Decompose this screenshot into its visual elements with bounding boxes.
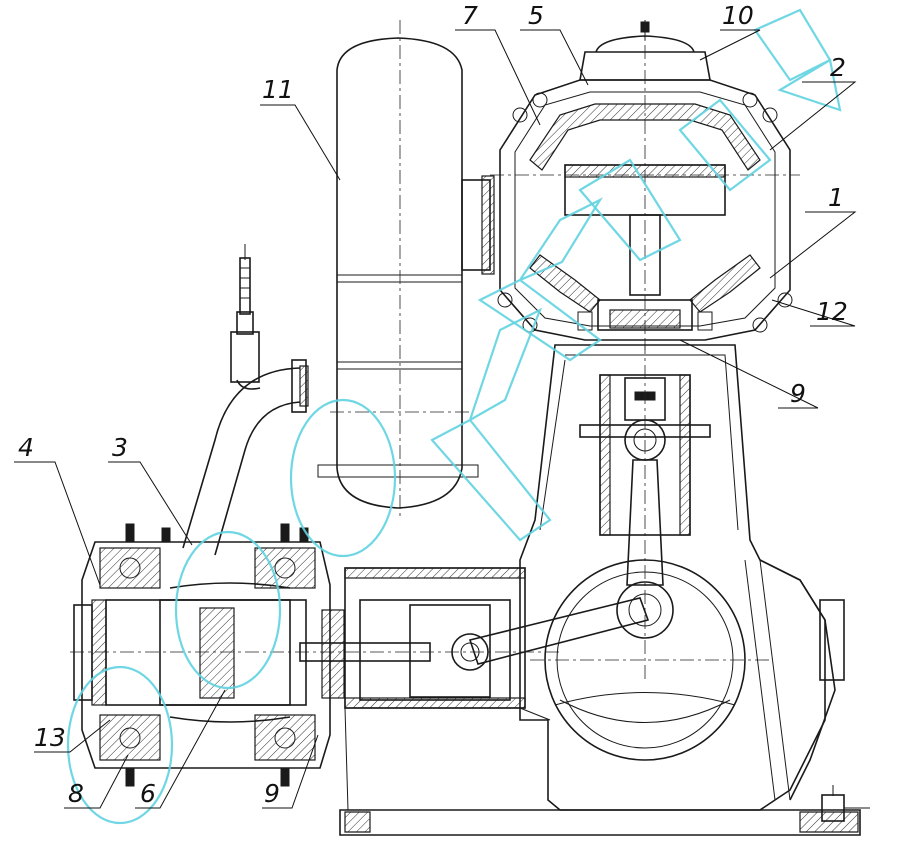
callout-13: 13 [34,723,66,752]
callout-6: 6 [140,779,156,808]
discharge-pipe [182,244,309,556]
callout-2: 2 [830,53,846,82]
callout-10: 10 [722,1,754,30]
callout-4: 4 [18,433,34,462]
callout-3: 3 [112,433,128,462]
lower-cylinder [73,523,331,787]
watermark [66,8,842,825]
callout-8: 8 [68,779,84,808]
callout-1: 1 [828,183,844,212]
callout-7: 7 [462,1,478,30]
callout-12: 12 [816,297,848,326]
frame-crankcase [339,340,870,836]
head-bolts [497,92,793,333]
horizontal-guide [70,567,650,811]
leader-lines [14,29,857,809]
receiver-tank [317,20,495,520]
callout-labels: 1 2 3 4 5 6 7 8 9 9 10 11 12 13 [18,1,848,808]
callout-11: 11 [262,75,294,104]
callout-9-top: 9 [790,379,806,408]
callout-9-bottom: 9 [264,779,280,808]
callout-5: 5 [528,1,544,30]
